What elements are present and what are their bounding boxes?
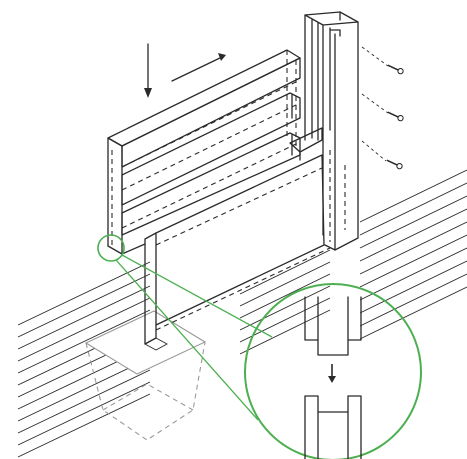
deck-line [17,297,151,362]
deck-line [17,369,151,434]
deck-line [17,285,151,350]
front-post [144,232,168,351]
post-top [304,11,359,26]
slat-middle [121,92,301,206]
deck-line [359,195,467,249]
down-arrow-icon [144,43,152,98]
deck-line [359,182,467,236]
deck-line [239,249,331,295]
footing-bottom [102,383,194,411]
deck-line [359,286,467,340]
down-arrow-icon [328,364,336,383]
footing-outline [85,341,206,441]
deck-line [359,260,467,314]
deck-boards [17,169,467,458]
deck-line [359,221,467,275]
deck-line [239,297,331,343]
deck-line [239,285,331,331]
deck-line [239,273,331,319]
screw-icon [386,159,403,170]
screw-icon [387,111,404,122]
deck-line [17,261,151,326]
slat-lower [121,132,301,236]
slat-end [107,137,123,255]
detail-callout [97,234,422,459]
deck-line [359,234,467,288]
deck-line [359,169,467,223]
deck-line [239,261,331,307]
deck-line [17,393,151,458]
right-arrow-icon [171,53,226,82]
callout-magnifier [244,283,422,459]
deck-line [359,247,467,301]
deck-line [17,309,151,374]
deck-line [239,309,331,355]
detail-insert [304,296,362,356]
deck-line [359,208,467,262]
detail-channel [304,395,362,459]
slat-top-face [121,57,301,168]
screws [361,46,404,170]
deck-line [17,273,151,338]
slat-panel [107,49,301,255]
channel-post [289,11,359,251]
deck-line [17,381,151,446]
deck-line [359,273,467,327]
screw-icon [387,64,404,75]
callout-small-circle [97,234,125,262]
